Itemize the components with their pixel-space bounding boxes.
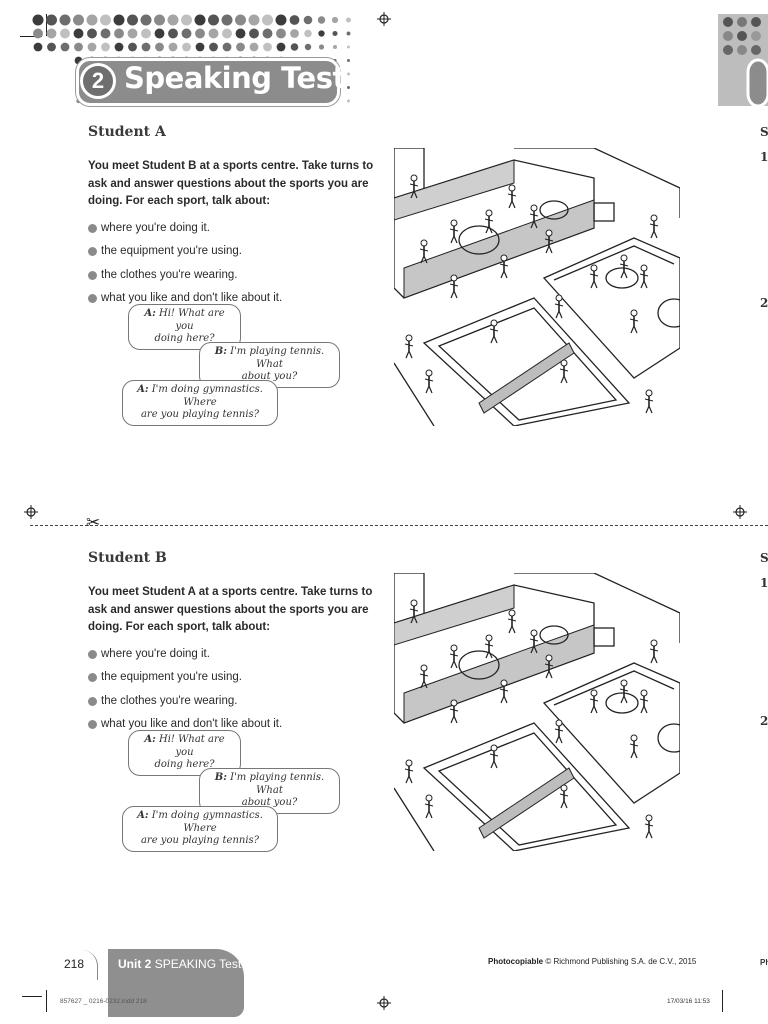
crop-mark <box>46 990 47 1012</box>
speech-bubble-a2: A: I'm doing gymnastics. Where are you p… <box>122 380 278 426</box>
footer-unit-label: Unit 2 SPEAKING Test <box>118 957 241 971</box>
list-item: the equipment you're using. <box>88 240 378 264</box>
student-b-title: Student B <box>88 550 167 566</box>
student-a-bullet-list: where you're doing it. the equipment you… <box>88 217 378 311</box>
copyright-notice: Photocopiable © Richmond Publishing S.A.… <box>488 957 696 966</box>
student-b-bullet-list: where you're doing it. the equipment you… <box>88 643 378 737</box>
speaker-label: A: <box>137 810 149 821</box>
crop-mark <box>46 14 47 36</box>
edge-footer-text: Ph <box>760 958 768 967</box>
registration-mark-icon <box>24 505 38 519</box>
bullet-text: what you like and don't like about it. <box>101 718 283 730</box>
bubble-text: doing here? <box>154 333 215 344</box>
print-slug-date: 17/03/16 11:53 <box>667 998 710 1005</box>
bubble-text: about you? <box>241 371 298 382</box>
crop-mark <box>722 990 723 1012</box>
speech-bubble-b1: B: I'm playing tennis. What about you? <box>199 768 340 814</box>
scissors-icon: ✂ <box>86 513 101 532</box>
speech-bubble-a1: A: Hi! What are you doing here? <box>128 730 241 776</box>
bullet-icon <box>88 696 97 706</box>
list-item: the clothes you're wearing. <box>88 264 378 288</box>
bubble-text: I'm playing tennis. What <box>230 346 325 370</box>
footer-unit-section: SPEAKING Test <box>154 957 242 971</box>
footer-unit-tab <box>108 949 244 1017</box>
list-item: the clothes you're wearing. <box>88 690 378 714</box>
bubble-text: are you playing tennis? <box>140 409 260 420</box>
crop-mark <box>20 36 42 37</box>
student-b-section: Student B You meet Student A at a sports… <box>88 550 378 737</box>
next-page-banner-edge <box>718 14 768 108</box>
sports-centre-illustration <box>394 573 680 851</box>
page-title: Speaking Test <box>124 61 346 95</box>
registration-mark-icon <box>377 12 391 26</box>
speech-bubble-a2: A: I'm doing gymnastics. Where are you p… <box>122 806 278 852</box>
bullet-text: where you're doing it. <box>101 221 210 234</box>
photocopiable-label: Photocopiable <box>488 957 544 966</box>
page-number: 218 <box>64 957 85 971</box>
speech-bubble-b1: B: I'm playing tennis. What about you? <box>199 342 340 388</box>
speaker-label: B: <box>214 346 227 357</box>
footer-unit-number: Unit 2 <box>118 957 152 971</box>
print-slug-file: 857627 _ 0216-0232.indd 218 <box>60 998 147 1005</box>
edge-question-number: 1 <box>760 576 768 590</box>
page-number-frame <box>38 950 98 980</box>
bullet-icon <box>88 673 97 683</box>
registration-mark-icon <box>733 505 747 519</box>
edge-question-number: 2 <box>760 296 768 310</box>
banner-title-pill <box>76 58 340 106</box>
edge-question-number: 2 <box>760 714 768 728</box>
bullet-icon <box>88 649 97 659</box>
list-item: what you like and don't like about it. <box>88 287 378 311</box>
bubble-text: I'm playing tennis. What <box>230 772 325 796</box>
speaker-label: B: <box>214 772 227 783</box>
bullet-icon <box>88 270 97 280</box>
bubble-text: Hi! What are you <box>158 308 225 332</box>
bubble-text: doing here? <box>154 759 215 770</box>
list-item: where you're doing it. <box>88 643 378 667</box>
bubble-text: I'm doing gymnastics. Where <box>151 810 263 834</box>
edge-question-number: 1 <box>760 150 768 164</box>
student-a-title: Student A <box>88 124 166 140</box>
bullet-icon <box>88 720 97 730</box>
list-item: where you're doing it. <box>88 217 378 241</box>
edge-section-letter: S <box>760 125 768 139</box>
bubble-text: I'm doing gymnastics. Where <box>151 384 263 408</box>
list-item: the equipment you're using. <box>88 666 378 690</box>
sports-centre-illustration <box>394 148 680 426</box>
student-a-section: Student A You meet Student B at a sports… <box>88 124 378 311</box>
speech-bubble-a1: A: Hi! What are you doing here? <box>128 304 241 350</box>
crop-mark <box>22 996 42 997</box>
bullet-text: the equipment you're using. <box>101 671 242 683</box>
bubble-text: are you playing tennis? <box>140 835 260 846</box>
speaker-label: A: <box>137 384 149 395</box>
bullet-text: the clothes you're wearing. <box>101 694 238 707</box>
edge-section-letter: S <box>760 551 768 565</box>
bullet-text: the clothes you're wearing. <box>101 268 238 281</box>
bubble-text: about you? <box>241 797 298 808</box>
bullet-icon <box>88 247 97 257</box>
student-a-instructions: You meet Student B at a sports centre. T… <box>88 160 374 207</box>
list-item: what you like and don't like about it. <box>88 713 378 737</box>
bullet-icon <box>88 223 97 233</box>
speaker-label: A: <box>144 308 156 319</box>
bullet-text: what you like and don't like about it. <box>101 292 283 304</box>
unit-number-badge: 2 <box>80 63 116 99</box>
bullet-text: the equipment you're using. <box>101 245 242 257</box>
registration-mark-icon <box>377 996 391 1010</box>
bubble-text: Hi! What are you <box>158 734 225 758</box>
speaker-label: A: <box>144 734 156 745</box>
cut-line <box>30 525 768 526</box>
bullet-text: where you're doing it. <box>101 647 210 660</box>
copyright-text: © Richmond Publishing S.A. de C.V., 2015 <box>545 957 697 966</box>
bullet-icon <box>88 294 97 304</box>
student-b-instructions: You meet Student A at a sports centre. T… <box>88 586 373 633</box>
